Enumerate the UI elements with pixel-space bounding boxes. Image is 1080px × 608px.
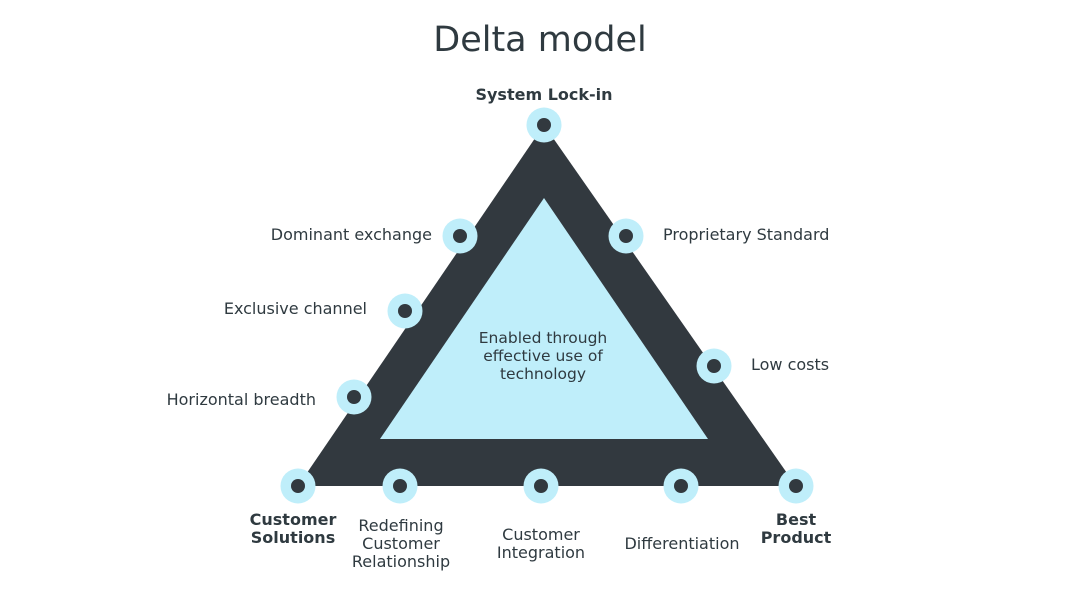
- node-system-lock-in: [526, 107, 562, 143]
- label-horizontal-breadth: Horizontal breadth: [166, 390, 316, 409]
- label-exclusive-channel: Exclusive channel: [223, 299, 367, 318]
- label-line: Product: [760, 528, 832, 547]
- label-dominant-exchange: Dominant exchange: [270, 225, 432, 244]
- label-line: Differentiation: [624, 534, 740, 553]
- label-line: Customer: [502, 525, 580, 544]
- label-proprietary-standard: Proprietary Standard: [663, 225, 830, 244]
- node-customer-integration: [523, 468, 559, 504]
- node-differentiation: [663, 468, 699, 504]
- node-dominant-exchange: [442, 218, 478, 254]
- label-line: Best: [775, 510, 817, 529]
- node-redefining-customer-relationship: [382, 468, 418, 504]
- node-best-product: [778, 468, 814, 504]
- label-differentiation: Differentiation: [602, 535, 762, 553]
- center-label-line: Enabled through: [478, 329, 608, 347]
- label-system-lock-in: System Lock-in: [475, 85, 613, 104]
- label-customer-solutions: Customer Solutions: [233, 511, 353, 547]
- label-customer-integration: Customer Integration: [471, 526, 611, 562]
- node-proprietary-standard: [608, 218, 644, 254]
- label-low-costs: Low costs: [751, 355, 830, 374]
- label-line: Redefining: [358, 516, 444, 535]
- label-line: Customer: [249, 510, 337, 529]
- node-exclusive-channel: [387, 293, 423, 329]
- node-customer-solutions: [280, 468, 316, 504]
- center-label-line: effective use of: [483, 347, 603, 365]
- label-redefining-customer-relationship: Redefining Customer Relationship: [331, 517, 471, 571]
- label-best-product: Best Product: [736, 511, 856, 547]
- label-line: Solutions: [250, 528, 336, 547]
- inner-triangle: [380, 198, 708, 439]
- label-line: Relationship: [351, 552, 451, 571]
- node-low-costs: [696, 348, 732, 384]
- center-label: Enabled through effective use of technol…: [443, 329, 643, 383]
- label-line: Integration: [496, 543, 586, 562]
- label-line: Customer: [362, 534, 440, 553]
- center-label-line: technology: [499, 365, 587, 383]
- page-title: Delta model: [433, 20, 647, 60]
- node-horizontal-breadth: [336, 379, 372, 415]
